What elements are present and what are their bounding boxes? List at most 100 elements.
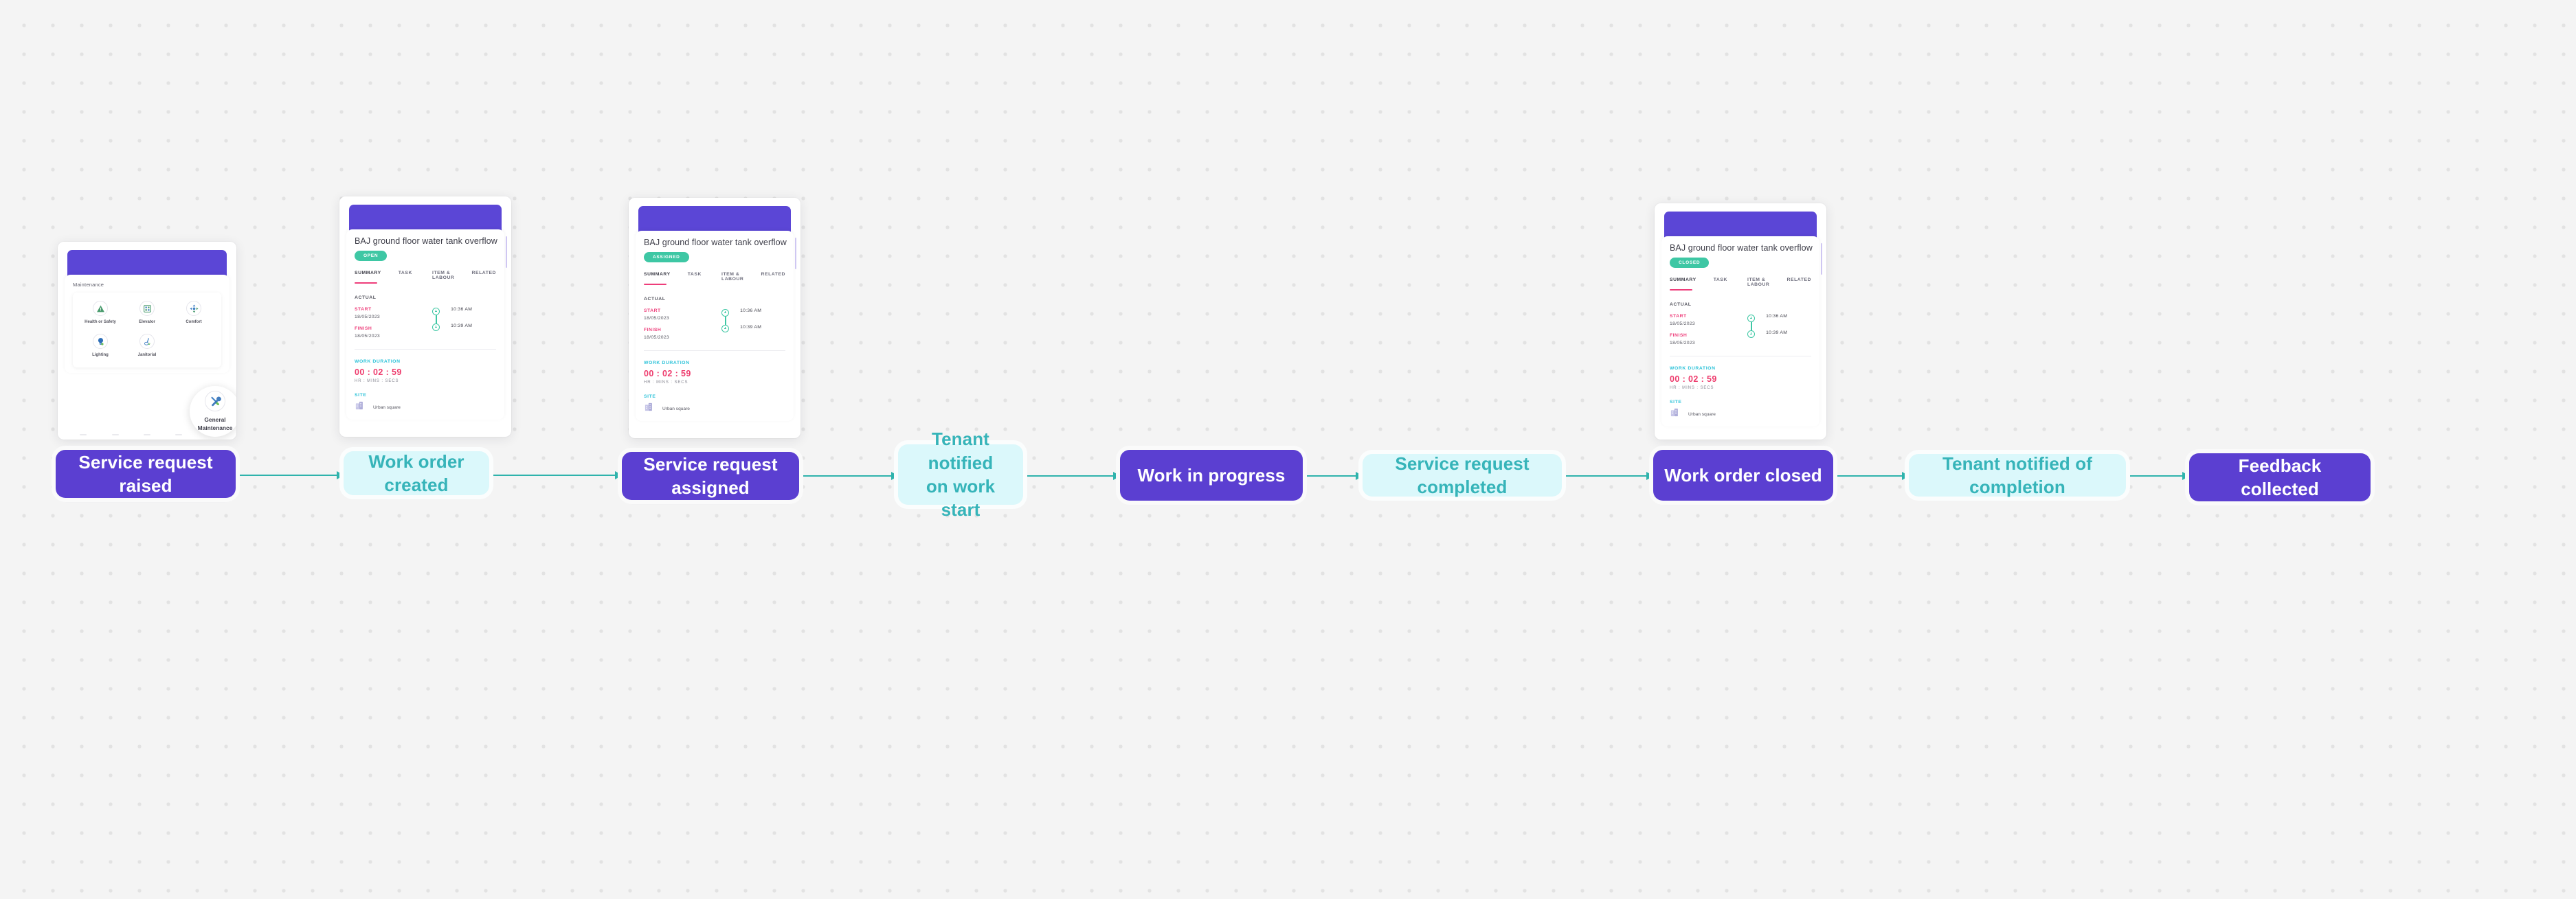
timeline-line (725, 317, 726, 326)
wrench-screwdriver-icon (205, 391, 225, 412)
tab-item-labour[interactable]: ITEM & LABOUR (432, 271, 455, 280)
tab-task[interactable]: TASK (687, 272, 702, 277)
start-time: 10:36 AM (451, 307, 473, 312)
scrollbar-thumb[interactable] (506, 236, 507, 268)
flow-edge-work-in-progress-to-service-request-completed (1303, 475, 1363, 477)
flow-node-work-order-created[interactable]: Work order created (344, 451, 489, 495)
flow-node-service-request-assigned[interactable]: Service request assigned (622, 452, 799, 500)
finish-label: FINISH (355, 326, 372, 331)
spacer (355, 319, 431, 326)
thermostat-arrows-icon (186, 301, 201, 316)
finish-time: 10:39 AM (740, 325, 762, 330)
site-name: Urban square (662, 406, 690, 411)
flow-edge-service-request-raised-to-work-order-created (236, 475, 344, 476)
flow-node-work-order-closed[interactable]: Work order closed (1653, 450, 1833, 501)
scrollbar-thumb[interactable] (1821, 243, 1822, 275)
flow-node-label: Feedback collected (2238, 455, 2322, 499)
warning-triangle-icon (93, 301, 108, 316)
timeline-connector (720, 308, 740, 340)
timeline-connector (1746, 314, 1766, 345)
flow-edge-work-order-created-to-service-request-assigned (489, 475, 622, 476)
start-time: 10:36 AM (740, 308, 762, 313)
category-item-lightbulb[interactable]: Lighting (77, 334, 124, 358)
status-badge: ASSIGNED (644, 252, 689, 262)
site-row: Urban square (1670, 407, 1811, 421)
start-date: 18/05/2023 (1670, 321, 1696, 326)
flow-node-label: Service request completed (1395, 453, 1530, 497)
work-duration-value: 00 : 02 : 59 (1670, 374, 1717, 384)
flow-node-label: Work order created (368, 451, 464, 495)
tab-related[interactable]: RELATED (1787, 277, 1811, 282)
category-item-warning-triangle[interactable]: Health or Safety (77, 301, 124, 325)
flow-node-service-request-completed[interactable]: Service request completed (1363, 453, 1562, 497)
work-duration-label: WORK DURATION (644, 361, 690, 365)
category-item-thermostat-arrows[interactable]: Comfort (170, 301, 217, 325)
tab-summary[interactable]: SUMMARY (1670, 277, 1714, 291)
flow-node-tenant-notified-completion[interactable]: Tenant notified of completion (1909, 453, 2126, 497)
scrollbar-thumb[interactable] (795, 238, 796, 269)
site-row: Urban square (355, 400, 496, 414)
flow-node-work-in-progress[interactable]: Work in progress (1120, 450, 1303, 501)
timeline-connector (431, 307, 451, 339)
flow-node-feedback-collected[interactable]: Feedback collected (2189, 453, 2371, 501)
category-item-label: Janitorial (137, 353, 157, 358)
work-duration-label: WORK DURATION (355, 359, 401, 364)
building-site-icon (644, 402, 654, 416)
start-label: START (644, 308, 661, 313)
category-item-elevator-building[interactable]: Elevator (124, 301, 170, 325)
start-time: 10:36 AM (1766, 314, 1788, 319)
clock-icon-finish (1747, 330, 1756, 338)
clock-icon-finish (721, 325, 730, 332)
spacer (644, 321, 720, 328)
tab-task[interactable]: TASK (1713, 277, 1727, 282)
flow-node-label: Work order closed (1664, 464, 1822, 486)
site-row: Urban square (644, 402, 785, 416)
finish-time: 10:39 AM (451, 323, 473, 328)
finish-date: 18/05/2023 (644, 335, 670, 340)
actual-times-values: 10:36 AM 10:39 AM (451, 307, 496, 339)
tab-related[interactable]: RELATED (761, 272, 785, 277)
section-divider (355, 349, 496, 350)
clock-icon-finish (432, 323, 440, 331)
site-label: SITE (644, 394, 656, 399)
flow-node-service-request-raised[interactable]: Service request raised (56, 450, 236, 498)
actual-section-label: ACTUAL (1670, 302, 1692, 307)
site-label: SITE (1670, 400, 1682, 405)
tab-summary[interactable]: SUMMARY (355, 271, 399, 284)
start-label: START (355, 307, 372, 312)
tab-task[interactable]: TASK (398, 271, 412, 275)
site-name: Urban square (373, 405, 401, 410)
category-item-label: General Maintenance (197, 416, 233, 431)
flow-node-tenant-notified-work-start[interactable]: Tenant notified on work start (898, 429, 1023, 520)
tab-item-labour[interactable]: ITEM & LABOUR (1747, 277, 1770, 287)
category-item-general-maintenance-highlight[interactable]: General Maintenance (190, 386, 236, 437)
category-item-mop[interactable]: Janitorial (124, 334, 170, 358)
tab-summary[interactable]: SUMMARY (644, 272, 688, 285)
tab-related[interactable]: RELATED (471, 271, 496, 275)
section-divider (644, 350, 785, 351)
work-duration-value: 00 : 02 : 59 (644, 369, 691, 378)
home-indicator-dash (111, 434, 119, 435)
tab-item-labour[interactable]: ITEM & LABOUR (721, 272, 744, 282)
work-duration-value: 00 : 02 : 59 (355, 367, 402, 377)
